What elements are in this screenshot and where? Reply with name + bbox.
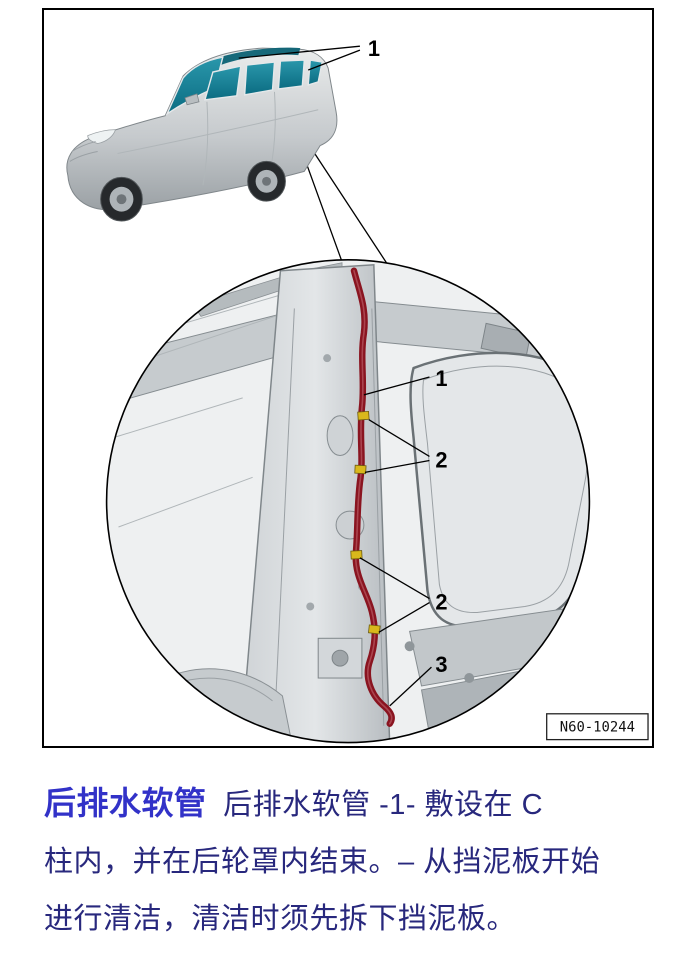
hose-clip (368, 624, 381, 635)
caption-line-1: 后排水软管 后排水软管 -1- 敷设在 C (44, 780, 650, 826)
aperture-flange (422, 365, 590, 613)
callout-label-1-hose: 1 (435, 366, 447, 391)
car-window-mid (243, 61, 276, 96)
callouts: 1 2 2 3 (359, 366, 448, 707)
technical-illustration: 1 (66, 36, 649, 744)
door-seam (202, 101, 209, 186)
car-wheel-front (100, 176, 143, 222)
sill-panel (408, 605, 590, 687)
car-windshield (165, 56, 224, 116)
hose-clips (350, 410, 381, 635)
caption: 后排水软管 后排水软管 -1- 敷设在 C 柱内，并在后轮罩内结束。– 从挡泥板… (44, 780, 650, 955)
car-grille (69, 151, 98, 162)
car-sunroof (216, 47, 301, 66)
drain-hose-highlight (353, 269, 393, 725)
callout-label-1-car: 1 (368, 36, 380, 61)
figure-frame: 1 (42, 8, 654, 748)
car-headlight (87, 129, 117, 144)
car-window-rear (277, 59, 306, 90)
car-mirror (184, 93, 200, 106)
callout-car-drains: 1 (238, 36, 380, 71)
pillar-hole (326, 415, 354, 456)
car-window-front (203, 65, 242, 101)
hose-clip (357, 410, 370, 421)
hose-clip (354, 464, 367, 475)
magnifier-circle (105, 258, 591, 744)
figure-ref-code: N60-10244 (560, 720, 635, 736)
car-illustration (66, 47, 338, 222)
c-pillar (239, 263, 391, 743)
car-wheel-rear (247, 160, 286, 202)
callout-label-3: 3 (435, 652, 447, 677)
caption-text-1: 后排水软管 -1- 敷设在 C (214, 789, 544, 821)
pillar-structure (106, 259, 590, 743)
callout-label-2-lower: 2 (435, 589, 447, 614)
caption-heading: 后排水软管 (44, 785, 207, 821)
car-grille (71, 141, 96, 152)
caption-line-3: 进行清洁，清洁时须先拆下挡泥板。 (44, 903, 517, 936)
caption-line-2: 柱内，并在后轮罩内结束。– 从挡泥板开始 (44, 846, 601, 879)
figure-ref-label: N60-10244 (546, 713, 649, 741)
callout-label-2-upper: 2 (435, 447, 447, 472)
body-crease (117, 109, 319, 154)
hose-clip (350, 550, 363, 560)
